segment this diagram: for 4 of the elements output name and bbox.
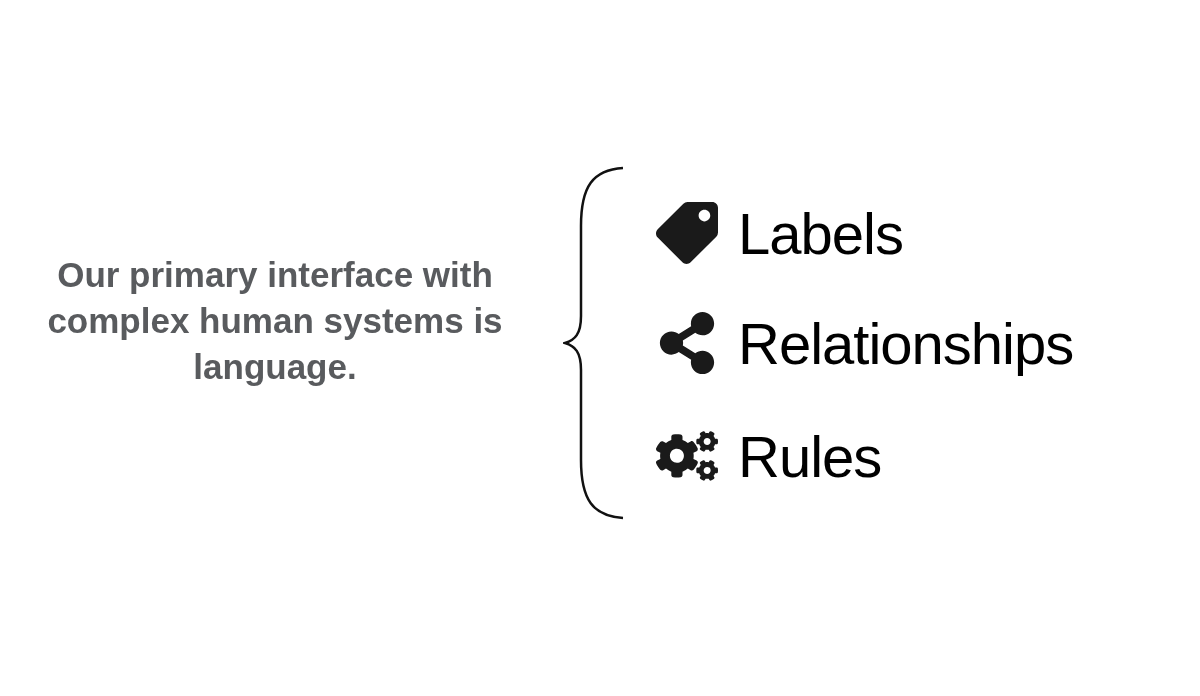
statement-text: Our primary interface with complex human systems is language.	[46, 254, 504, 388]
list-item-text: Labels	[738, 200, 903, 268]
list-item-text: Rules	[738, 423, 882, 491]
list-item-text: Relationships	[738, 310, 1074, 378]
